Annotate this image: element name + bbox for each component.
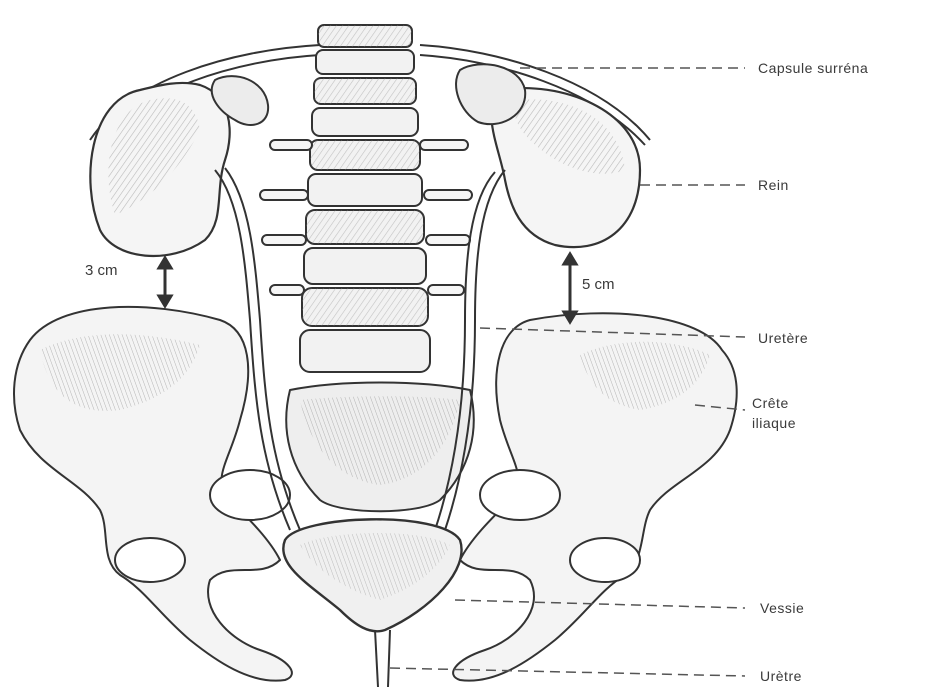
label-rein: Rein xyxy=(758,177,789,193)
label-vessie: Vessie xyxy=(760,600,804,616)
distance-left-label: 3 cm xyxy=(85,262,118,279)
label-crete-line-1: Crête xyxy=(752,393,796,413)
label-crete-line-2: iliaque xyxy=(752,413,796,433)
right-adrenal-gland xyxy=(456,64,525,124)
leader-vessie xyxy=(455,600,745,608)
label-capsule-surrenale: Capsule surréna xyxy=(758,60,868,76)
label-crete-iliaque: Crête iliaque xyxy=(752,393,796,433)
label-uretere: Uretère xyxy=(758,330,808,346)
distance-right-label: 5 cm xyxy=(582,276,615,293)
label-uretre: Urètre xyxy=(760,668,802,684)
urethra xyxy=(375,630,390,687)
leader-uretre xyxy=(390,668,745,676)
